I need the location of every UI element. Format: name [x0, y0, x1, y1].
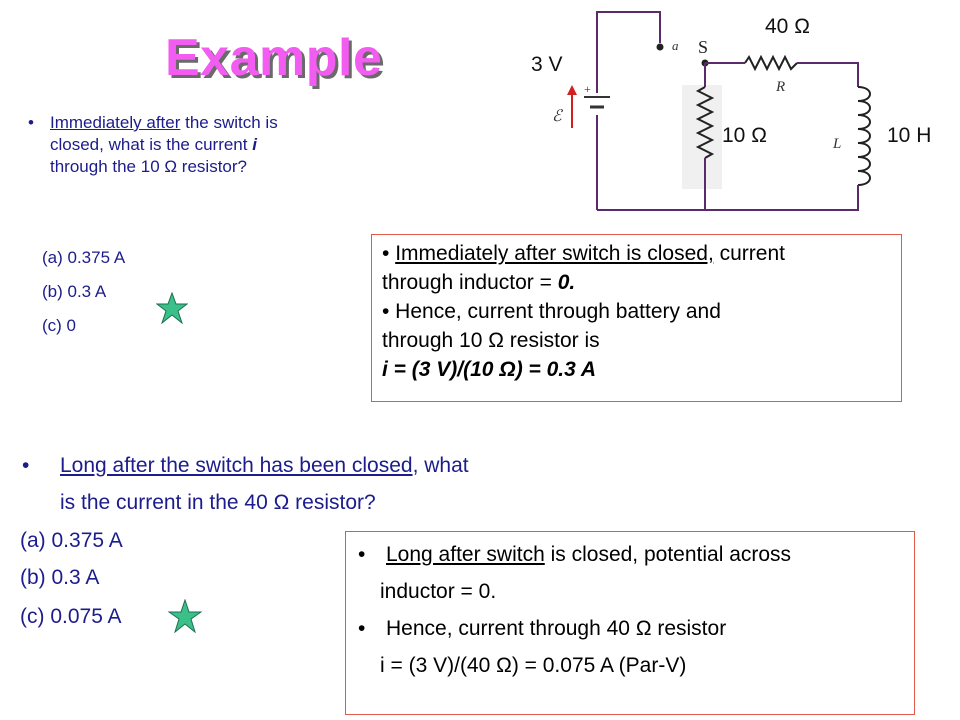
resistor-r: [744, 54, 798, 72]
bullet: •: [28, 113, 34, 132]
question-1-var: i: [252, 135, 257, 154]
question-2-line-2: is the current in the 40 Ω resistor?: [60, 491, 376, 514]
q1-option-c: (c) 0: [42, 316, 76, 335]
label-40-ohm: 40 Ω: [765, 15, 810, 38]
slide-title: Example: [165, 29, 383, 87]
answer-box-1: • Immediately after switch is closed, cu…: [371, 234, 902, 402]
circuit-diagram: + ℰ a S R L: [552, 11, 871, 211]
q2-option-b: (b) 0.3 A: [20, 566, 100, 589]
answer-1-line-1: • Immediately after switch is closed, cu…: [382, 242, 785, 265]
answer-2-line-2: inductor = 0.: [380, 580, 497, 603]
resistor-10-ohm: [695, 86, 715, 159]
label-10-henry: 10 H: [887, 124, 932, 147]
star-icon: [168, 599, 202, 633]
answer-box-2: •Long after switch is closed, potential …: [345, 531, 915, 715]
terminal-a-label: a: [672, 38, 679, 53]
answer-2-line-4: i = (3 V)/(40 Ω) = 0.075 A (Par-V): [380, 654, 687, 677]
switch-terminal-a: [656, 43, 664, 51]
q1-option-b: (b) 0.3 A: [42, 282, 107, 301]
label-10-ohm: 10 Ω: [722, 124, 767, 147]
answer-1-line-3: • Hence, current through battery and: [382, 300, 721, 323]
star-icon: [156, 292, 188, 324]
question-1-text: the switch is closed, what is the curren…: [50, 113, 278, 154]
question-1-text-end: through the 10 Ω resistor?: [50, 157, 247, 176]
inductor: [857, 86, 871, 186]
emf-label: ℰ: [552, 108, 564, 125]
question-1-emphasis: Immediately after: [50, 113, 181, 132]
resistor-r-label: R: [775, 79, 785, 95]
answer-1-line-2: through inductor = 0.: [382, 271, 576, 294]
answer-1-line-5: i = (3 V)/(10 Ω) = 0.3 A: [382, 358, 597, 381]
switch-label: S: [698, 37, 708, 57]
label-3-volt: 3 V: [531, 53, 563, 76]
answer-1-line-4: through 10 Ω resistor is: [382, 329, 600, 352]
inductor-l-label: L: [832, 136, 841, 152]
q2-option-c: (c) 0.075 A: [20, 605, 122, 628]
answer-2-line-3: •Hence, current through 40 Ω resistor: [358, 617, 727, 640]
svg-text:+: +: [584, 82, 591, 96]
question-2: •Long after the switch has been closed, …: [22, 447, 469, 521]
q2-option-a: (a) 0.375 A: [20, 529, 123, 552]
q1-option-a: (a) 0.375 A: [42, 248, 126, 267]
answer-2-line-1: •Long after switch is closed, potential …: [358, 543, 792, 566]
question-1: • Immediately after the switch is closed…: [28, 112, 312, 178]
